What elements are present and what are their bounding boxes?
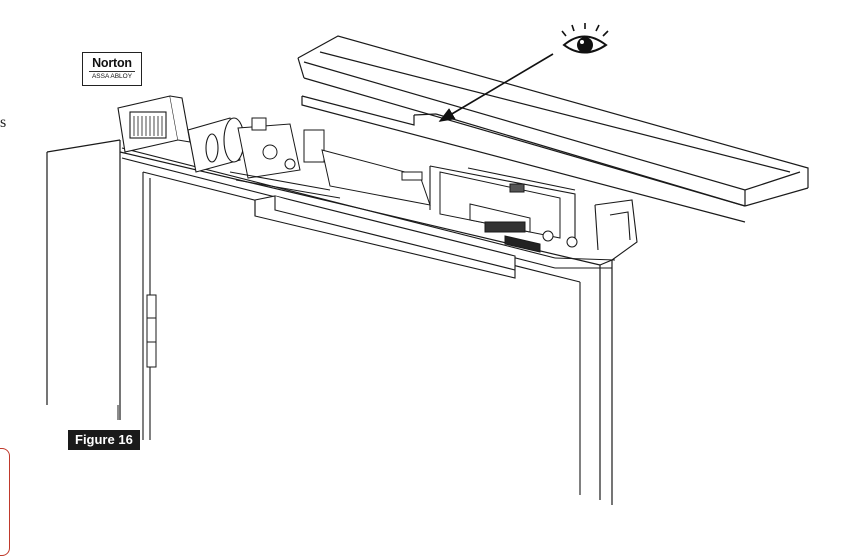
motor-endcap: [117, 95, 191, 153]
logo-brand-text: Norton: [92, 56, 132, 70]
logo-subbrand-text: ASSA ABLOY: [89, 71, 135, 81]
cropped-text: s: [0, 114, 7, 131]
motor-cylinder: [187, 117, 245, 173]
controller-box: [439, 171, 578, 253]
gearbox-assembly: [229, 117, 431, 206]
edge-bracket: [0, 448, 10, 556]
view-arrow: [438, 53, 554, 122]
operator-arm: [254, 195, 516, 279]
operator-cover: [297, 35, 809, 223]
door-hinge: [146, 294, 157, 368]
brand-logo: Norton ASSA ABLOY: [82, 52, 142, 86]
figure-label: Figure 16: [68, 430, 140, 450]
eye-icon: [561, 23, 609, 54]
